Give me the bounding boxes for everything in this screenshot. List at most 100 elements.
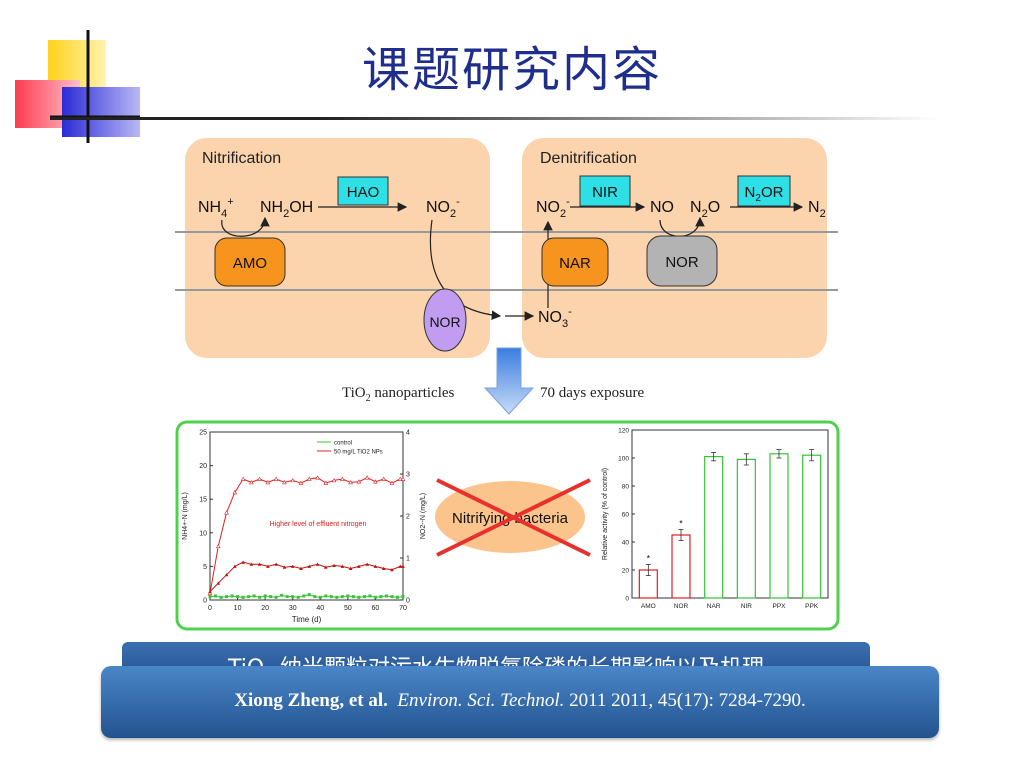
series-point-1 [315,475,320,480]
series-point-1 [298,480,304,485]
y-tick-label: 0 [203,598,207,605]
bar-y-axis-label: Relative activity (% of control) [602,468,609,560]
series-point-0 [241,595,245,599]
series-point-2 [307,564,312,568]
bar-category-label: NOR [674,603,689,610]
series-point-2 [274,562,278,566]
nitrogen-pathway-diagram: Nitrification NH4+ NH2OH HAO NO2- AMO NO… [175,138,838,415]
series-point-1 [273,476,279,481]
series-point-0 [219,595,223,599]
y-right-tick-label: 4 [406,430,410,437]
y-tick-label: 15 [199,497,207,504]
x-tick-label: 20 [261,605,269,612]
y-right-tick-label: 1 [406,556,410,563]
x-tick-label: 70 [399,605,407,612]
species-n2o: N2O [690,199,720,220]
series-point-0 [340,595,344,599]
series-point-0 [384,594,388,598]
series-point-2 [357,564,361,568]
x-tick-label: 50 [344,605,352,612]
series-point-1 [373,479,378,484]
amo-enzyme [214,237,286,287]
y-tick-label: 25 [199,430,207,437]
series-point-0 [291,595,295,599]
series-point-2 [332,563,336,568]
series-point-1 [265,479,271,485]
chart-annotation: Higher level of effluent nitrogen [270,521,367,528]
hao-enzyme [337,176,389,206]
series-point-0 [335,595,339,599]
series-point-1 [356,479,362,484]
exposure-label-left: TiO2 nanoparticles [342,385,455,404]
nor-gray-label: NOR [665,254,699,271]
denitrification-label: Denitrification [540,150,637,167]
series-point-0 [379,595,383,599]
species-no: NO [650,199,674,216]
bar-category-label: PPK [805,603,819,610]
series-point-2 [233,564,237,568]
species-no2-denit: NO2- [536,196,570,220]
series-point-0 [280,593,284,597]
series-point-0 [362,595,366,599]
series-point-2 [348,566,353,570]
series-point-1 [348,479,353,485]
amo-label: AMO [233,255,267,272]
citation-text: Xiong Zheng, et al. Environ. Sci. Techno… [101,690,939,712]
series-point-2 [365,562,369,566]
amo-arrow [221,216,270,237]
series-point-0 [329,595,333,599]
bar-ppx [769,453,789,599]
species-no3: NO3- [538,306,572,330]
nir-label: NIR [592,184,618,201]
series-point-1 [257,476,262,481]
series-point-1 [282,479,287,485]
series-point-1 [397,476,403,481]
series-point-0 [390,595,394,599]
series-point-0 [395,595,399,599]
series-point-0 [225,595,229,599]
series-point-1 [364,475,370,480]
y-tick-label: 20 [199,463,207,470]
y-right-axis-label: NO2--N (mg/L) [420,493,427,539]
series-point-2 [282,565,287,569]
hao-label: HAO [347,184,380,201]
significance-mark: * [647,553,651,563]
series-point-0 [296,595,300,599]
nitrification-label: Nitrification [202,150,281,167]
bar-nir [736,458,756,599]
series-point-0 [269,595,273,599]
exposure-label-right: 70 days exposure [540,385,644,401]
series-point-0 [307,593,311,597]
bar-category-label: NIR [741,603,753,610]
nor-enzyme-oval [423,288,467,352]
series-point-1 [340,476,345,481]
bar-y-tick-label: 40 [622,540,630,547]
series-point-1 [400,476,406,481]
y-right-tick-label: 3 [406,472,410,479]
series-point-2 [290,564,295,568]
series-point-2 [340,564,345,568]
slide-title: 课题研究内容 [361,42,662,98]
cross-line-2 [436,478,591,557]
x-tick-label: 10 [234,605,242,612]
series-point-0 [252,594,256,598]
series-point-1 [306,476,312,481]
series-point-2 [299,566,303,570]
bar-y-tick-label: 20 [622,568,630,575]
species-nh4: NH4+ [198,196,234,220]
series-point-1 [389,480,395,485]
series-point-1 [207,590,213,596]
bar-ppk [802,454,822,599]
n2or-enzyme [737,175,791,207]
series-point-0 [401,595,405,599]
series-point-1 [381,476,387,481]
series-point-2 [381,566,386,570]
series-point-0 [247,595,251,599]
series-point-1 [240,476,246,481]
series-point-1 [224,510,229,515]
bar-nor [671,534,691,599]
series-point-0 [263,594,267,598]
nir-enzyme [579,175,631,207]
